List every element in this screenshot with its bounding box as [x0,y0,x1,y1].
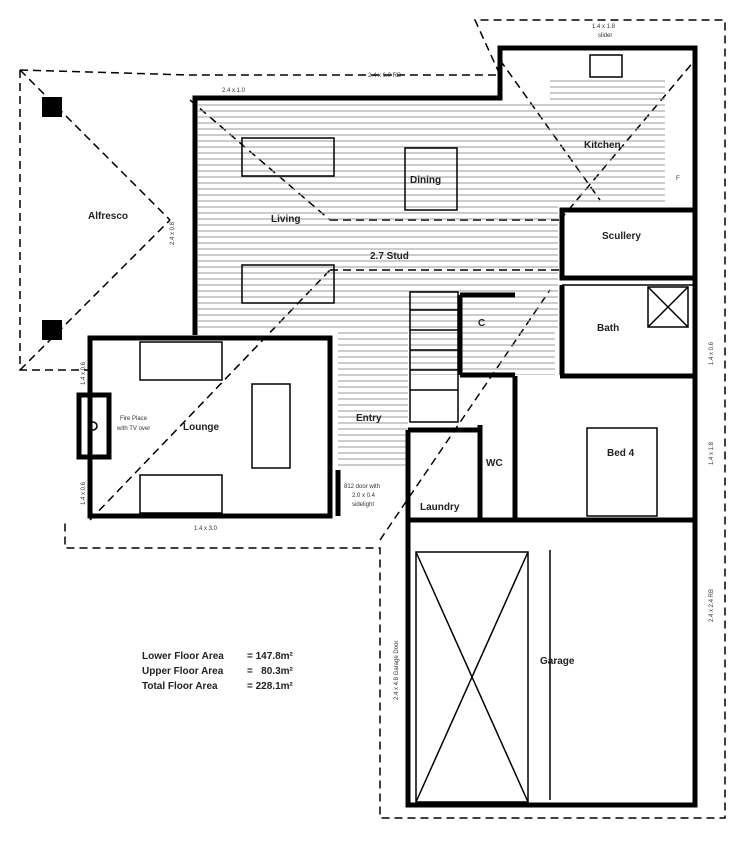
area-label: Total Floor Area [142,681,218,692]
room-label-kitchen: Kitchen [584,140,621,151]
room-label-bath: Bath [597,323,619,334]
post [42,97,62,117]
dimension-label: 1.4 x 1.8 [709,441,715,465]
fireplace-note: with TV over [116,426,150,432]
entry-floor [338,332,408,470]
area-value: = 228.1m² [247,681,294,692]
room-label-garage: Garage [540,656,575,667]
area-value: = 147.8m² [247,651,294,662]
kitchen-floor [550,80,665,205]
room-label-lounge: Lounge [183,422,220,433]
area-label: Upper Floor Area [142,666,224,677]
room-label-dining: Dining [410,175,441,186]
room-label-wc: WC [486,458,503,469]
room-label-alfresco: Alfresco [88,211,128,222]
stairs-floor [410,290,555,375]
dimension-label: 1.4 x 0.6 [81,361,87,385]
room-label-entry: Entry [356,413,382,424]
room-label-fridge: F [676,176,680,182]
area-value: = 80.3m² [247,666,294,677]
stairs [409,291,459,423]
area-label: Lower Floor Area [142,651,224,662]
dimension-label: 1.4 x 0.6 [709,341,715,365]
walls [87,45,698,808]
dimension-label: 2.4 x 2.4 RB [709,589,715,622]
room-label-living: Living [271,214,300,225]
door-note: 2.0 x 0.4 [352,493,376,499]
dimension-label: 1.4 x 0.6 [81,481,87,505]
floor-area-summary: Lower Floor Area = 147.8m² Upper Floor A… [142,651,294,692]
door-note: 812 door with [344,484,380,490]
post [42,320,62,340]
room-label-bed4: Bed 4 [607,448,635,459]
dimension-label: 2.4 x 4.8 Garage Door [394,641,400,700]
dimension-label: 1.4 x 1.8 [592,24,616,30]
room-label-stud: 2.7 Stud [370,251,409,262]
dimension-label: slider [598,33,612,39]
room-label-cupboard: C [478,318,485,329]
room-label-laundry: Laundry [420,502,460,513]
furniture [42,54,689,803]
room-label-scullery: Scullery [602,231,641,242]
dimension-label: 2.4 x 1.0 [222,88,246,94]
dimension-label: 1.4 x 3.0 [194,526,218,532]
dimension-label: 2.4 x 0.8 [170,221,176,245]
door-note: sidelight [352,502,374,508]
fireplace-note: Fire Place [120,416,148,422]
dimension-label: 2.4 x 6.0 RB [368,73,401,79]
